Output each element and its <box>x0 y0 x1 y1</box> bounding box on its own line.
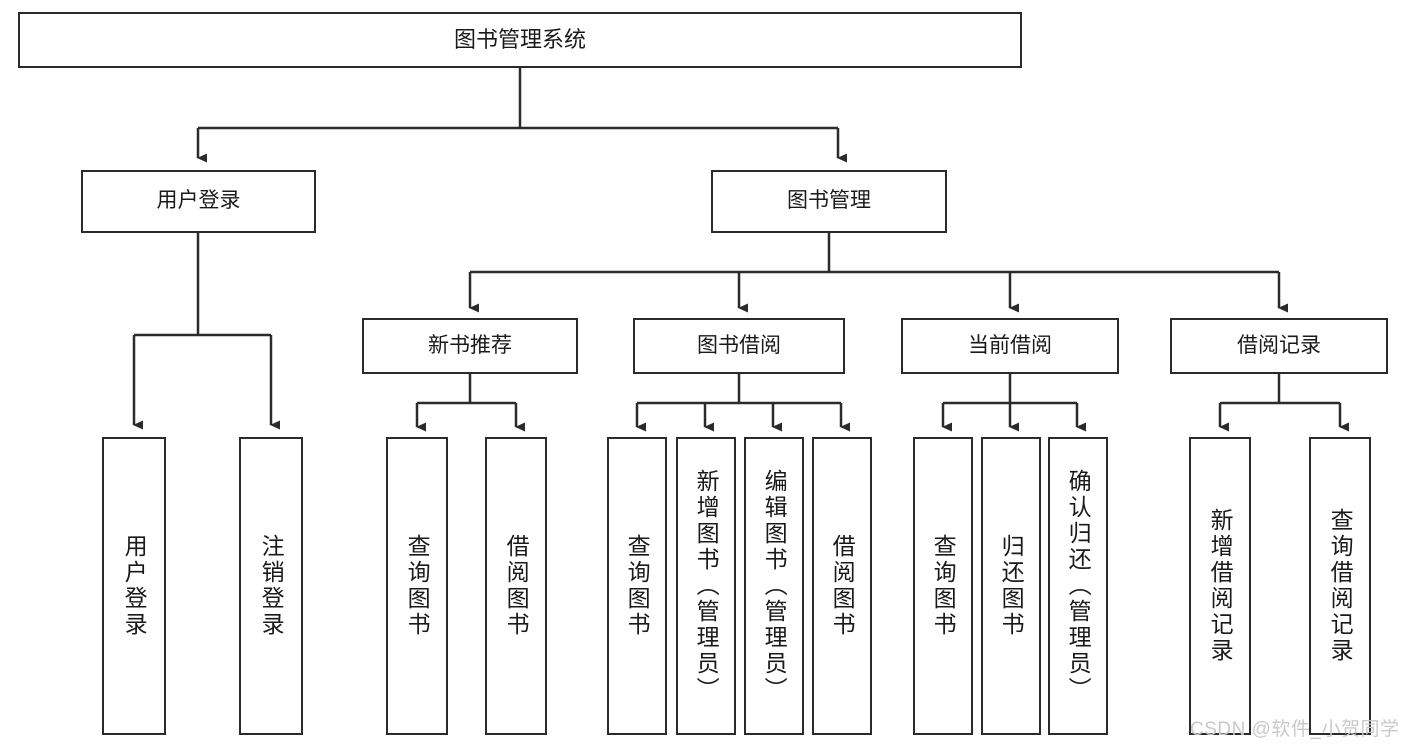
node-book-borrow[interactable]: 图书借阅 <box>633 318 845 374</box>
node-label: 当前借阅 <box>968 333 1052 357</box>
node-borrow-record[interactable]: 借阅记录 <box>1170 318 1388 374</box>
node-label: 用户登录 <box>156 189 241 213</box>
node-label: 查询图书 <box>624 534 651 638</box>
node-label: 新书推荐 <box>428 333 512 357</box>
node-label: 借阅记录 <box>1237 333 1321 357</box>
node-label: 新增借阅记录 <box>1207 508 1234 664</box>
node-label: 用户登录 <box>121 534 148 638</box>
leaf-user-login-logout[interactable]: 注销登录 <box>239 437 303 735</box>
node-label: 归还图书 <box>998 534 1025 638</box>
node-current-borrow[interactable]: 当前借阅 <box>901 318 1119 374</box>
node-label: 新增图书（管理员） <box>693 469 720 703</box>
leaf-current-borrow-return[interactable]: 归还图书 <box>981 437 1041 735</box>
node-label: 查询图书 <box>404 534 431 638</box>
leaf-new-book-borrow[interactable]: 借阅图书 <box>485 437 547 735</box>
node-label: 编辑图书（管理员） <box>761 469 788 703</box>
leaf-book-borrow-query[interactable]: 查询图书 <box>607 437 667 735</box>
leaf-current-borrow-confirm-return[interactable]: 确认归还（管理员） <box>1048 437 1108 735</box>
node-label: 图书管理系统 <box>453 27 586 53</box>
node-label: 查询借阅记录 <box>1327 508 1354 664</box>
node-label: 图书管理 <box>787 189 871 213</box>
node-new-book-recommend[interactable]: 新书推荐 <box>362 318 578 374</box>
leaf-new-book-query[interactable]: 查询图书 <box>386 437 448 735</box>
node-label: 图书借阅 <box>697 333 781 357</box>
node-label: 确认归还（管理员） <box>1065 469 1092 703</box>
csdn-watermark: CSDN @软件_小贺同学 <box>1190 719 1400 740</box>
node-user-login[interactable]: 用户登录 <box>81 170 316 233</box>
leaf-user-login-login[interactable]: 用户登录 <box>102 437 166 735</box>
node-book-management[interactable]: 图书管理 <box>711 170 947 233</box>
node-label: 查询图书 <box>930 534 957 638</box>
leaf-book-borrow-edit[interactable]: 编辑图书（管理员） <box>744 437 804 735</box>
leaf-borrow-record-query[interactable]: 查询借阅记录 <box>1309 437 1371 735</box>
leaf-book-borrow-borrow[interactable]: 借阅图书 <box>812 437 872 735</box>
leaf-borrow-record-add[interactable]: 新增借阅记录 <box>1189 437 1251 735</box>
leaf-book-borrow-add[interactable]: 新增图书（管理员） <box>676 437 736 735</box>
node-label: 借阅图书 <box>829 534 856 638</box>
leaf-current-borrow-query[interactable]: 查询图书 <box>913 437 973 735</box>
node-label: 借阅图书 <box>503 534 530 638</box>
node-root-system[interactable]: 图书管理系统 <box>18 12 1022 68</box>
node-label: 注销登录 <box>258 534 285 638</box>
